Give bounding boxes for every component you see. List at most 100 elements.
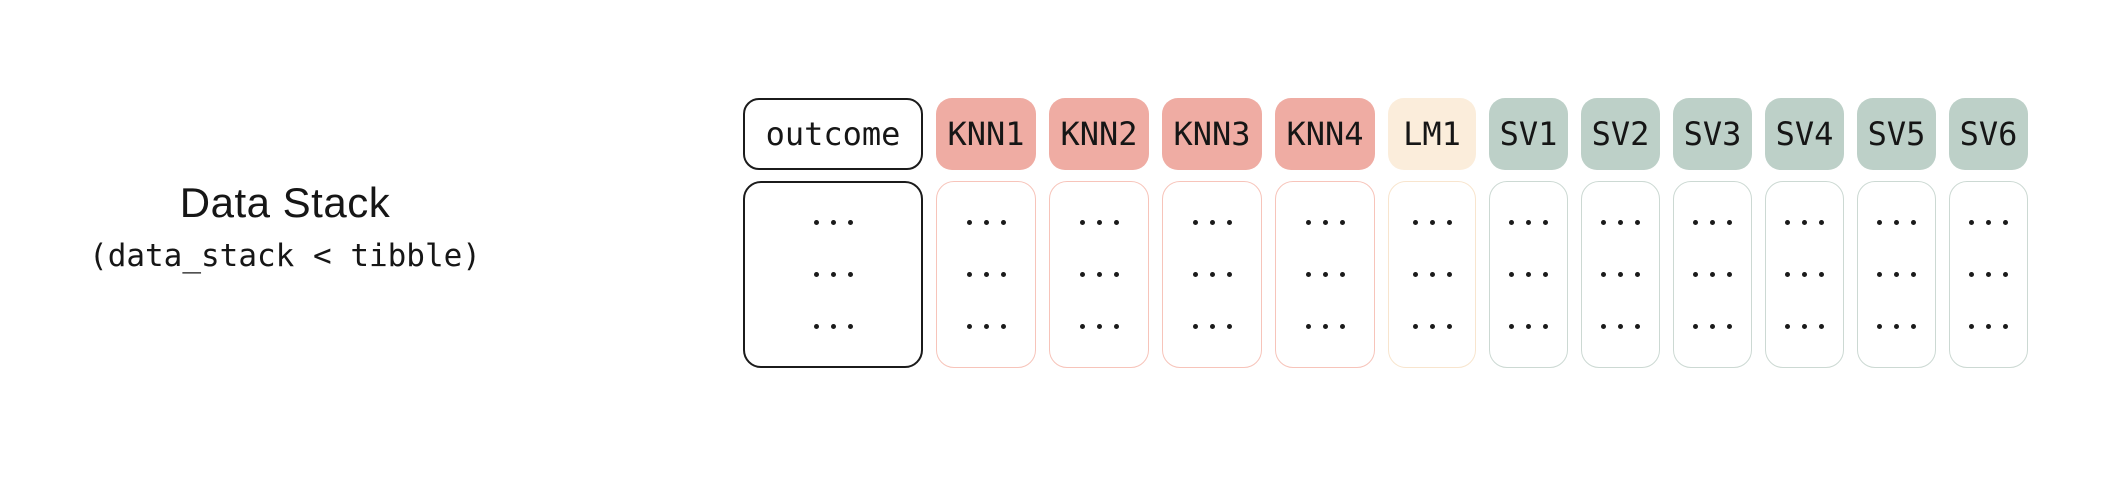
column-body-sv5 xyxy=(1857,181,1936,368)
ellipsis-dot xyxy=(966,272,972,277)
ellipsis-dot xyxy=(1785,272,1790,277)
ellipsis-dot xyxy=(1446,324,1452,329)
ellipsis-dot xyxy=(1877,272,1882,277)
ellipsis-dot xyxy=(1526,272,1531,277)
ellipsis-dot xyxy=(1802,324,1807,329)
column-header-sv4: SV4 xyxy=(1765,98,1844,170)
ellipsis-dot xyxy=(1412,324,1418,329)
ellipsis-dot xyxy=(1322,324,1328,329)
ellipsis-dot xyxy=(1446,272,1452,277)
ellipsis-dot xyxy=(1635,220,1640,225)
ellipsis-row xyxy=(1969,220,2008,225)
ellipsis-dot xyxy=(1986,324,1991,329)
column-body-knn3 xyxy=(1162,181,1262,368)
ellipsis-row xyxy=(1305,272,1345,277)
column-header-lm1: LM1 xyxy=(1388,98,1476,170)
column-sv4: SV4 xyxy=(1765,98,1844,368)
ellipsis-dot xyxy=(1079,220,1085,225)
ellipsis-dot xyxy=(1526,324,1531,329)
ellipsis-dot xyxy=(1096,272,1102,277)
ellipsis-row xyxy=(1601,272,1640,277)
ellipsis-dot xyxy=(813,220,819,225)
ellipsis-dot xyxy=(1543,220,1548,225)
ellipsis-dot xyxy=(1727,220,1732,225)
ellipsis-row xyxy=(1877,324,1916,329)
ellipsis-row xyxy=(1693,324,1732,329)
column-body-lm1 xyxy=(1388,181,1476,368)
ellipsis-dot xyxy=(1526,220,1531,225)
ellipsis-dot xyxy=(2003,220,2008,225)
ellipsis-dot xyxy=(847,324,853,329)
ellipsis-dot xyxy=(1322,272,1328,277)
ellipsis-dot xyxy=(1429,220,1435,225)
ellipsis-dot xyxy=(1412,220,1418,225)
ellipsis-row xyxy=(1601,220,1640,225)
ellipsis-dot xyxy=(1339,324,1345,329)
ellipsis-dot xyxy=(1727,324,1732,329)
ellipsis-dot xyxy=(1209,220,1215,225)
column-header-sv5: SV5 xyxy=(1857,98,1936,170)
ellipsis-row xyxy=(1412,324,1452,329)
ellipsis-dot xyxy=(1305,272,1311,277)
column-header-sv6: SV6 xyxy=(1949,98,2028,170)
column-header-sv2: SV2 xyxy=(1581,98,1660,170)
ellipsis-dot xyxy=(1601,324,1606,329)
ellipsis-dot xyxy=(1226,220,1232,225)
column-header-knn4: KNN4 xyxy=(1275,98,1375,170)
ellipsis-dot xyxy=(1509,220,1514,225)
ellipsis-dot xyxy=(983,220,989,225)
ellipsis-dot xyxy=(1911,324,1916,329)
column-outcome: outcome xyxy=(743,98,923,368)
ellipsis-dot xyxy=(2003,272,2008,277)
ellipsis-row xyxy=(1305,220,1345,225)
ellipsis-row xyxy=(813,324,853,329)
ellipsis-row xyxy=(1305,324,1345,329)
column-knn4: KNN4 xyxy=(1275,98,1375,368)
ellipsis-dot xyxy=(813,324,819,329)
ellipsis-dot xyxy=(1601,220,1606,225)
ellipsis-dot xyxy=(1969,272,1974,277)
ellipsis-dot xyxy=(1509,272,1514,277)
ellipsis-dot xyxy=(1192,324,1198,329)
ellipsis-dot xyxy=(1113,272,1119,277)
ellipsis-row xyxy=(1412,220,1452,225)
ellipsis-row xyxy=(966,220,1006,225)
ellipsis-row xyxy=(1601,324,1640,329)
ellipsis-dot xyxy=(1877,324,1882,329)
ellipsis-dot xyxy=(1079,272,1085,277)
ellipsis-row xyxy=(1192,272,1232,277)
column-header-knn3: KNN3 xyxy=(1162,98,1262,170)
ellipsis-dot xyxy=(983,272,989,277)
ellipsis-row xyxy=(1693,272,1732,277)
ellipsis-dot xyxy=(1000,324,1006,329)
ellipsis-dot xyxy=(1305,324,1311,329)
ellipsis-dot xyxy=(1894,220,1899,225)
ellipsis-dot xyxy=(1710,220,1715,225)
ellipsis-dot xyxy=(1000,272,1006,277)
ellipsis-dot xyxy=(1710,324,1715,329)
ellipsis-dot xyxy=(830,272,836,277)
column-header-sv1: SV1 xyxy=(1489,98,1568,170)
ellipsis-dot xyxy=(1079,324,1085,329)
ellipsis-dot xyxy=(1322,220,1328,225)
ellipsis-row xyxy=(1785,324,1824,329)
ellipsis-dot xyxy=(1618,220,1623,225)
ellipsis-dot xyxy=(1911,220,1916,225)
ellipsis-dot xyxy=(966,220,972,225)
ellipsis-row xyxy=(1192,220,1232,225)
ellipsis-dot xyxy=(1429,272,1435,277)
ellipsis-dot xyxy=(1446,220,1452,225)
ellipsis-dot xyxy=(1429,324,1435,329)
ellipsis-dot xyxy=(983,324,989,329)
ellipsis-dot xyxy=(1911,272,1916,277)
ellipsis-dot xyxy=(1412,272,1418,277)
ellipsis-row xyxy=(1509,272,1548,277)
ellipsis-dot xyxy=(1509,324,1514,329)
ellipsis-dot xyxy=(1543,324,1548,329)
ellipsis-dot xyxy=(1894,324,1899,329)
column-sv5: SV5 xyxy=(1857,98,1936,368)
ellipsis-row xyxy=(813,220,853,225)
ellipsis-dot xyxy=(1618,324,1623,329)
column-sv2: SV2 xyxy=(1581,98,1660,368)
column-knn1: KNN1 xyxy=(936,98,1036,368)
